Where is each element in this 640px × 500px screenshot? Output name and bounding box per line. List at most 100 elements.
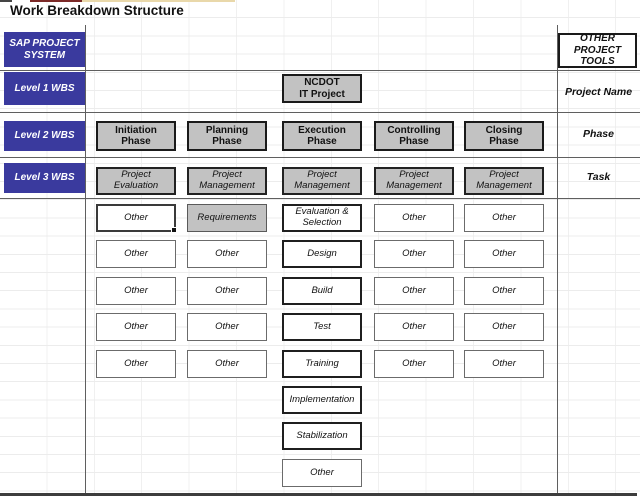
phase-box-initiation[interactable]: Initiation Phase: [96, 121, 176, 151]
task-label: Evaluation & Selection: [295, 206, 349, 228]
level3-label: Project Management: [386, 169, 442, 191]
task-label: Design: [307, 247, 337, 259]
top-edge-accent: [82, 0, 235, 2]
task-label: Implementation: [289, 393, 355, 405]
task-box[interactable]: Other: [96, 240, 176, 268]
level3-label: Project Evaluation: [113, 169, 159, 191]
project-node-ncdot-it-project[interactable]: NCDOT IT Project: [282, 74, 362, 103]
task-label: Stabilization: [296, 429, 348, 441]
task-box[interactable]: Other: [374, 204, 454, 232]
phase-box-closing[interactable]: Closing Phase: [464, 121, 544, 151]
sidebar-label-level2-wbs[interactable]: Level 2 WBS: [4, 121, 85, 151]
task-label: Other: [124, 320, 148, 332]
level3-label: Project Management: [476, 169, 532, 191]
separator-line: [0, 70, 640, 71]
task-label: Other: [215, 320, 239, 332]
task-box[interactable]: Other: [187, 313, 267, 341]
phase-box-execution[interactable]: Execution Phase: [282, 121, 362, 151]
task-label: Other: [124, 357, 148, 369]
other-project-tools-header: OTHER PROJECT TOOLS: [558, 33, 637, 68]
task-label: Other: [492, 211, 516, 223]
task-label: Other: [402, 320, 426, 332]
phase-label: Closing Phase: [485, 124, 523, 148]
task-box[interactable]: Other: [374, 313, 454, 341]
bottom-border-line: [0, 493, 637, 496]
top-edge-accent: [30, 0, 82, 2]
row-label-text: Project Name: [564, 85, 633, 98]
row-label-task: Task: [557, 157, 640, 198]
task-label: Other: [402, 284, 426, 296]
task-box[interactable]: Other: [374, 240, 454, 268]
task-box-implementation[interactable]: Implementation: [282, 386, 362, 414]
phase-box-planning[interactable]: Planning Phase: [187, 121, 267, 151]
task-box[interactable]: Other: [187, 240, 267, 268]
task-box[interactable]: Other: [187, 277, 267, 305]
task-box[interactable]: Other: [96, 350, 176, 378]
task-box[interactable]: Other: [374, 277, 454, 305]
task-box-build[interactable]: Build: [282, 277, 362, 305]
task-label: Other: [215, 284, 239, 296]
task-box-stabilization[interactable]: Stabilization: [282, 422, 362, 450]
phase-label: Planning Phase: [205, 124, 249, 148]
phase-box-controlling[interactable]: Controlling Phase: [374, 121, 454, 151]
row-label-project-name: Project Name: [557, 72, 640, 112]
task-box[interactable]: Other: [96, 313, 176, 341]
task-label: Other: [215, 357, 239, 369]
task-box[interactable]: Other: [187, 350, 267, 378]
level3-box-project-management[interactable]: Project Management: [464, 167, 544, 195]
separator-line: [0, 198, 640, 199]
sidebar-label-level1-wbs[interactable]: Level 1 WBS: [4, 72, 85, 105]
task-box[interactable]: Other: [464, 313, 544, 341]
task-box[interactable]: Other: [464, 277, 544, 305]
sidebar-label-text: SAP PROJECT SYSTEM: [9, 38, 80, 61]
task-box-test[interactable]: Test: [282, 313, 362, 341]
task-label: Other: [492, 284, 516, 296]
task-box[interactable]: Other: [282, 459, 362, 487]
page-title: Work Breakdown Structure: [10, 3, 184, 18]
sidebar-label-text: Level 2 WBS: [14, 130, 75, 142]
phase-label: Execution Phase: [298, 124, 346, 148]
sidebar-label-text: Level 1 WBS: [14, 82, 75, 94]
project-node-label: NCDOT IT Project: [299, 77, 345, 100]
task-box[interactable]: Other: [96, 277, 176, 305]
task-label: Test: [313, 320, 331, 332]
phase-label: Controlling Phase: [387, 124, 441, 148]
left-column-divider: [85, 25, 86, 493]
task-label: Training: [305, 357, 339, 369]
other-project-tools-label: OTHER PROJECT TOOLS: [573, 33, 622, 68]
task-label: Other: [492, 320, 516, 332]
task-box[interactable]: Other: [464, 204, 544, 232]
task-label: Other: [492, 357, 516, 369]
task-box[interactable]: Other: [464, 240, 544, 268]
row-label-text: Task: [586, 171, 611, 184]
task-box-requirements[interactable]: Requirements: [187, 204, 267, 232]
task-label: Requirements: [197, 211, 257, 223]
level3-label: Project Management: [294, 169, 350, 191]
phase-label: Initiation Phase: [115, 124, 157, 148]
separator-line: [0, 157, 640, 158]
task-box-selected[interactable]: Other: [96, 204, 177, 233]
task-label: Other: [402, 211, 426, 223]
task-label: Other: [402, 247, 426, 259]
task-label: Other: [124, 284, 148, 296]
sidebar-label-text: Level 3 WBS: [14, 172, 75, 184]
task-box-training[interactable]: Training: [282, 350, 362, 378]
sidebar-label-level3-wbs[interactable]: Level 3 WBS: [4, 163, 85, 193]
task-box-evaluation-selection[interactable]: Evaluation & Selection: [282, 204, 362, 232]
level3-box-project-evaluation[interactable]: Project Evaluation: [96, 167, 176, 195]
task-label: Other: [402, 357, 426, 369]
task-label: Other: [215, 247, 239, 259]
separator-line: [0, 112, 640, 113]
level3-label: Project Management: [199, 169, 255, 191]
level3-box-project-management[interactable]: Project Management: [282, 167, 362, 195]
task-label: Other: [492, 247, 516, 259]
level3-box-project-management[interactable]: Project Management: [374, 167, 454, 195]
sidebar-label-sap-project-system[interactable]: SAP PROJECT SYSTEM: [4, 32, 85, 67]
task-box[interactable]: Other: [374, 350, 454, 378]
task-box-design[interactable]: Design: [282, 240, 362, 268]
right-column-divider: [557, 25, 558, 493]
level3-box-project-management[interactable]: Project Management: [187, 167, 267, 195]
task-label: Other: [124, 211, 148, 223]
task-box[interactable]: Other: [464, 350, 544, 378]
